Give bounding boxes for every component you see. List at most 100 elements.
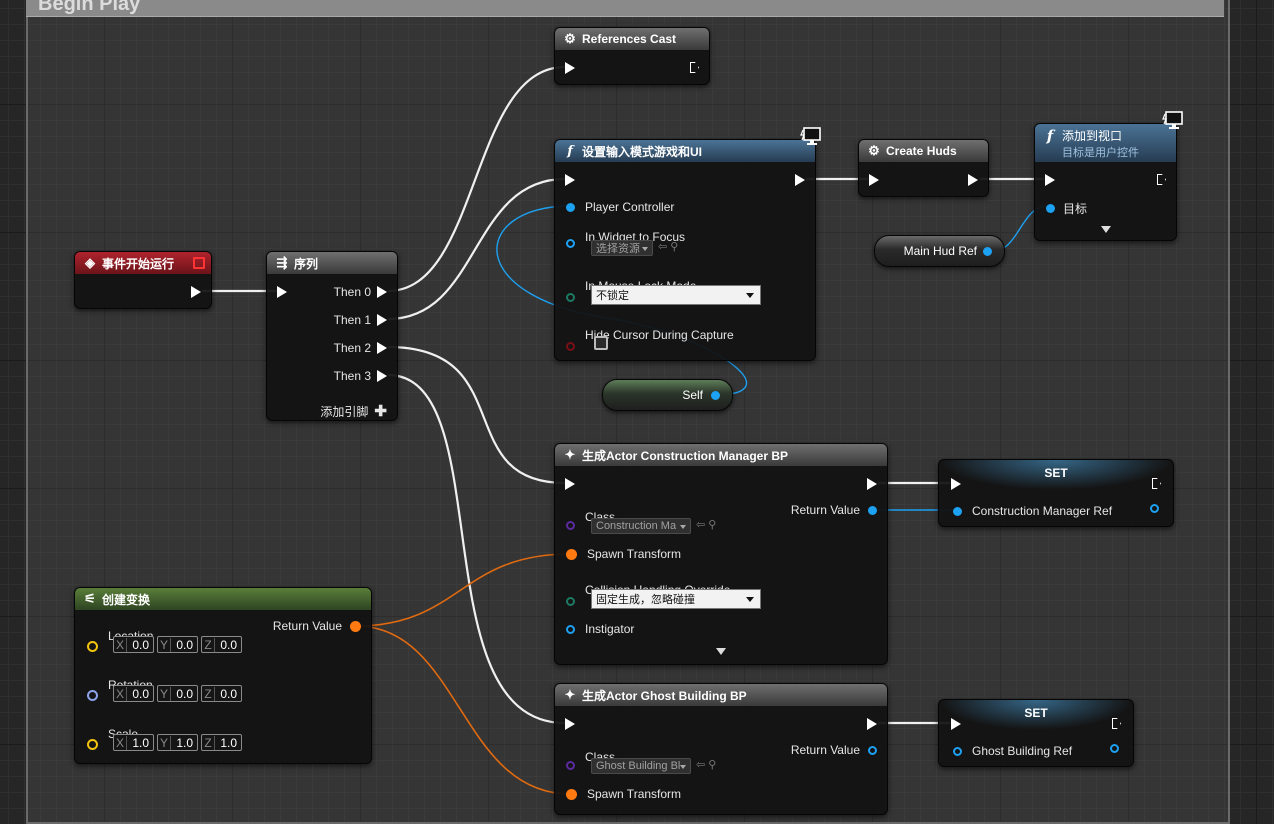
asset-tools[interactable]: ⇦ ⚲: [696, 519, 717, 531]
struct-pin-icon[interactable]: [566, 548, 577, 560]
exec-pin-empty-icon[interactable]: [1112, 718, 1121, 729]
expand-arrow-icon[interactable]: [716, 648, 726, 655]
object-pin-icon[interactable]: [566, 202, 575, 212]
hide-cursor-checkbox[interactable]: [594, 336, 608, 350]
exec-pin-icon[interactable]: [869, 174, 879, 186]
exec-pin-empty-icon[interactable]: [690, 62, 699, 73]
vector-pin-icon[interactable]: [87, 739, 98, 750]
mouse-lock-dropdown[interactable]: 不锁定: [591, 285, 761, 305]
exec-output[interactable]: [1152, 478, 1161, 489]
variable-input-pin[interactable]: Construction Manager Ref: [953, 504, 1112, 518]
set-ghost-building-node[interactable]: SET Ghost Building Ref: [938, 699, 1134, 767]
sequence-output-3[interactable]: Then 3: [334, 369, 387, 383]
spawn-construction-manager-node[interactable]: ✦ 生成Actor Construction Manager BP Class …: [554, 443, 888, 665]
exec-output[interactable]: [1112, 718, 1121, 729]
asset-tools[interactable]: ⇦ ⚲: [658, 241, 679, 253]
exec-pin-icon[interactable]: [565, 478, 575, 490]
rotator-pin-icon[interactable]: [87, 690, 98, 701]
target-pin[interactable]: 目标: [1046, 200, 1087, 217]
return-value-pin[interactable]: Return Value: [273, 619, 361, 633]
exec-pin-icon[interactable]: [951, 478, 961, 490]
exec-input[interactable]: [277, 286, 287, 298]
asset-tools[interactable]: ⇦ ⚲: [696, 759, 717, 771]
struct-pin-icon[interactable]: [566, 788, 577, 800]
sequence-output-0[interactable]: Then 0: [334, 285, 387, 299]
delegate-pin-icon[interactable]: [193, 257, 205, 269]
widget-asset-picker[interactable]: 选择资源: [591, 240, 653, 256]
sequence-node[interactable]: ⇶ 序列 Then 0 Then 1 Then 2 Then 3 添加引脚✚: [266, 251, 398, 421]
exec-pin-icon[interactable]: [795, 174, 805, 186]
exec-pin-icon[interactable]: [377, 370, 387, 382]
exec-pin-icon[interactable]: [277, 286, 287, 298]
exec-pin-icon[interactable]: [968, 174, 978, 186]
variable-input-pin[interactable]: Ghost Building Ref: [953, 744, 1072, 758]
exec-input[interactable]: [951, 478, 961, 490]
exec-pin-icon[interactable]: [867, 718, 877, 730]
exec-input[interactable]: [565, 62, 575, 74]
variable-output-pin[interactable]: [1150, 504, 1159, 513]
exec-pin-icon[interactable]: [867, 478, 877, 490]
set-construction-manager-node[interactable]: SET Construction Manager Ref: [938, 459, 1174, 527]
add-to-viewport-node[interactable]: f 添加到视口 目标是用户控件 目标: [1034, 123, 1177, 241]
exec-pin-icon[interactable]: [377, 314, 387, 326]
object-pin-icon[interactable]: [868, 745, 877, 755]
object-pin-icon[interactable]: [868, 505, 877, 515]
sequence-output-2[interactable]: Then 2: [334, 341, 387, 355]
comment-title-bar[interactable]: Begin Play: [26, 0, 1224, 17]
object-pin-icon[interactable]: [953, 746, 962, 756]
spawn-ghost-building-node[interactable]: ✦ 生成Actor Ghost Building BP Class Ghost …: [554, 683, 888, 815]
object-pin-icon[interactable]: [1110, 744, 1119, 753]
return-value-pin[interactable]: Return Value: [791, 743, 877, 757]
object-pin-icon[interactable]: [1150, 504, 1159, 513]
exec-pin-icon[interactable]: [191, 286, 201, 298]
class-pin-icon[interactable]: [566, 521, 575, 530]
exec-pin-empty-icon[interactable]: [1152, 478, 1161, 489]
enum-pin-icon[interactable]: [566, 597, 575, 606]
class-picker[interactable]: Construction Ma: [591, 518, 691, 534]
exec-pin-empty-icon[interactable]: [1157, 174, 1166, 185]
event-begin-play-node[interactable]: ◈ 事件开始运行: [74, 251, 212, 309]
object-pin-icon[interactable]: [1046, 204, 1055, 213]
exec-pin-icon[interactable]: [565, 718, 575, 730]
exec-input[interactable]: [565, 478, 575, 490]
instigator-pin[interactable]: Instigator: [566, 622, 634, 636]
hide-cursor-pin[interactable]: Hide Cursor During Capture: [566, 318, 734, 351]
class-picker[interactable]: Ghost Building Bl: [591, 758, 691, 774]
variable-output-pin[interactable]: [1110, 744, 1119, 753]
exec-output[interactable]: [1157, 174, 1166, 185]
spawn-transform-pin[interactable]: Spawn Transform: [566, 787, 681, 801]
struct-pin-icon[interactable]: [350, 620, 361, 632]
class-pin-icon[interactable]: [566, 761, 575, 770]
vector-pin-icon[interactable]: [87, 641, 98, 652]
return-value-pin[interactable]: Return Value: [791, 503, 877, 517]
exec-pin-icon[interactable]: [377, 286, 387, 298]
exec-pin-icon[interactable]: [1045, 174, 1055, 186]
add-pin-button[interactable]: 添加引脚✚: [320, 402, 387, 420]
exec-pin-icon[interactable]: [377, 342, 387, 354]
enum-pin-icon[interactable]: [566, 293, 575, 302]
object-pin-icon[interactable]: [566, 239, 575, 248]
exec-pin-icon[interactable]: [565, 174, 575, 186]
exec-input[interactable]: [1045, 174, 1055, 186]
exec-output[interactable]: [795, 174, 805, 186]
set-input-mode-node[interactable]: f 设置输入模式游戏和UI Player Controller In Widge…: [554, 139, 816, 361]
exec-output[interactable]: [867, 478, 877, 490]
object-pin-icon[interactable]: [566, 624, 575, 634]
exec-input[interactable]: [951, 718, 961, 730]
exec-input[interactable]: [565, 174, 575, 186]
exec-pin-icon[interactable]: [565, 62, 575, 74]
object-pin-icon[interactable]: [983, 246, 992, 256]
collision-dropdown[interactable]: 固定生成，忽略碰撞: [591, 589, 761, 609]
object-pin-icon[interactable]: [711, 390, 720, 400]
exec-output[interactable]: [690, 62, 699, 73]
